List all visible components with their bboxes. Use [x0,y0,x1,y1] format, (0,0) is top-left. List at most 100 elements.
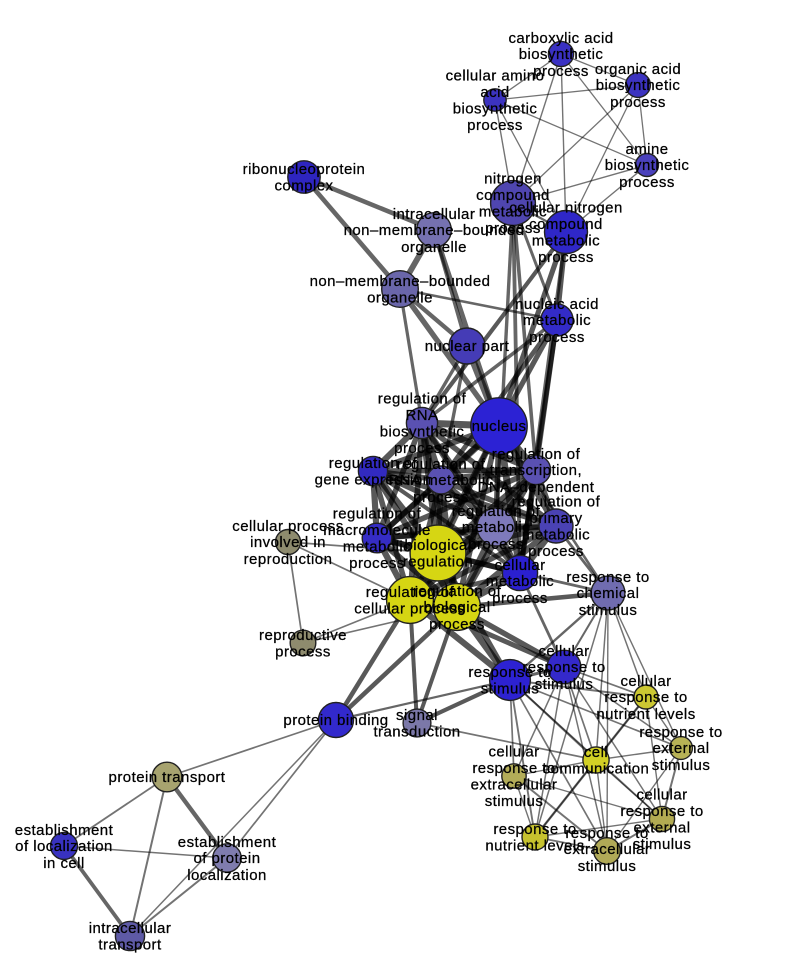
svg-text:cellular: cellular [488,744,539,761]
svg-text:protein binding: protein binding [283,712,388,729]
svg-text:reproductive: reproductive [259,627,347,644]
svg-text:localization: localization [187,867,267,884]
svg-text:metabolic: metabolic [343,539,411,556]
svg-text:regulation of: regulation of [397,456,486,473]
svg-text:RNA: RNA [405,407,438,424]
svg-text:cellular: cellular [538,643,589,660]
svg-text:process: process [349,555,405,572]
svg-text:macromolecule: macromolecule [323,522,431,539]
svg-text:biosynthetic: biosynthetic [596,77,681,94]
svg-text:cellular amino: cellular amino [446,68,545,85]
svg-text:response to: response to [522,659,605,676]
svg-text:process: process [529,329,585,346]
svg-text:metabolic: metabolic [462,519,530,536]
svg-text:extracellular: extracellular [471,777,558,794]
svg-text:establishment: establishment [15,822,114,839]
svg-text:of protein: of protein [193,850,260,867]
svg-text:nucleus: nucleus [472,418,527,435]
svg-text:regulation of: regulation of [333,506,422,523]
svg-text:regulation of: regulation of [452,503,541,520]
svg-text:ribonucleoprotein: ribonucleoprotein [243,161,366,178]
svg-text:response to: response to [472,760,555,777]
svg-text:regulation of: regulation of [329,455,418,472]
svg-text:biosynthetic: biosynthetic [453,101,538,118]
svg-text:process: process [619,174,675,191]
svg-text:cellular process: cellular process [354,601,465,618]
svg-text:process: process [533,63,589,80]
svg-text:process: process [492,590,548,607]
svg-text:metabolic: metabolic [532,233,600,250]
svg-text:regulation of: regulation of [492,446,581,463]
svg-text:intracellular: intracellular [393,206,476,223]
svg-text:stimulus: stimulus [485,793,544,810]
svg-text:metabolic: metabolic [523,312,591,329]
svg-text:response to: response to [639,724,722,741]
svg-text:regulation of: regulation of [413,583,502,600]
svg-text:metabolic: metabolic [479,204,547,221]
svg-text:process: process [468,536,524,553]
svg-text:biosynthetic: biosynthetic [605,157,690,174]
svg-text:chemical: chemical [577,585,640,602]
svg-text:regulation: regulation [403,554,473,571]
svg-text:metabolic: metabolic [486,573,554,590]
svg-text:response to: response to [604,689,687,706]
svg-text:nuclear part: nuclear part [425,338,510,355]
svg-text:response to: response to [468,664,551,681]
svg-text:response to: response to [493,821,576,838]
svg-text:process: process [528,543,584,560]
svg-text:DNA–dependent: DNA–dependent [478,479,595,496]
svg-text:response to: response to [620,803,703,820]
svg-text:process: process [467,117,523,134]
svg-text:biological: biological [404,537,471,554]
svg-text:cellular nitrogen: cellular nitrogen [509,200,623,217]
svg-text:involved in: involved in [250,534,326,551]
svg-text:cellular: cellular [620,673,671,690]
svg-text:stimulus: stimulus [535,676,594,693]
svg-text:nitrogen: nitrogen [484,171,542,188]
svg-text:process: process [429,616,485,633]
svg-text:metabolic: metabolic [522,527,590,544]
svg-text:complex: complex [274,178,333,195]
svg-text:transduction: transduction [373,724,460,741]
svg-text:organelle: organelle [401,239,467,256]
svg-text:nutrient levels: nutrient levels [596,706,695,723]
svg-text:primary: primary [529,510,582,527]
svg-text:stimulus: stimulus [633,836,692,853]
svg-text:stimulus: stimulus [578,858,637,875]
svg-text:non–membrane–bounded: non–membrane–bounded [344,222,525,239]
svg-text:process: process [610,94,666,111]
svg-text:biological: biological [423,599,490,616]
svg-text:regulation of: regulation of [366,584,455,601]
svg-text:cellular: cellular [636,787,687,804]
svg-text:establishment: establishment [178,834,277,851]
svg-text:in cell: in cell [43,855,85,872]
svg-text:biosynthetic: biosynthetic [380,424,465,441]
svg-text:RNA metabolic: RNA metabolic [388,472,493,489]
svg-text:carboxylic acid: carboxylic acid [508,30,613,47]
svg-text:transcription,: transcription, [490,462,582,479]
svg-text:process: process [394,440,450,457]
svg-text:acid: acid [480,84,509,101]
svg-text:process: process [485,220,541,237]
svg-text:response to: response to [565,825,648,842]
svg-text:signal: signal [396,707,438,724]
svg-text:response to: response to [566,569,649,586]
svg-text:protein transport: protein transport [109,769,226,786]
svg-text:cellular: cellular [494,557,545,574]
svg-text:communication: communication [543,761,650,778]
svg-text:stimulus: stimulus [652,757,711,774]
svg-text:regulation of: regulation of [512,494,601,511]
svg-text:non–membrane–bounded: non–membrane–bounded [310,273,491,290]
svg-text:gene expression: gene expression [315,472,432,489]
svg-text:stimulus: stimulus [481,681,540,698]
svg-text:stimulus: stimulus [579,602,638,619]
svg-text:intracellular: intracellular [89,920,172,937]
svg-text:external: external [653,740,710,757]
svg-text:organelle: organelle [367,290,433,307]
svg-text:cellular process: cellular process [232,518,343,535]
svg-text:process: process [413,489,469,506]
svg-text:external: external [634,820,691,837]
svg-text:biosynthetic: biosynthetic [519,46,604,63]
svg-text:compound: compound [476,187,550,204]
svg-text:amine: amine [625,141,668,158]
